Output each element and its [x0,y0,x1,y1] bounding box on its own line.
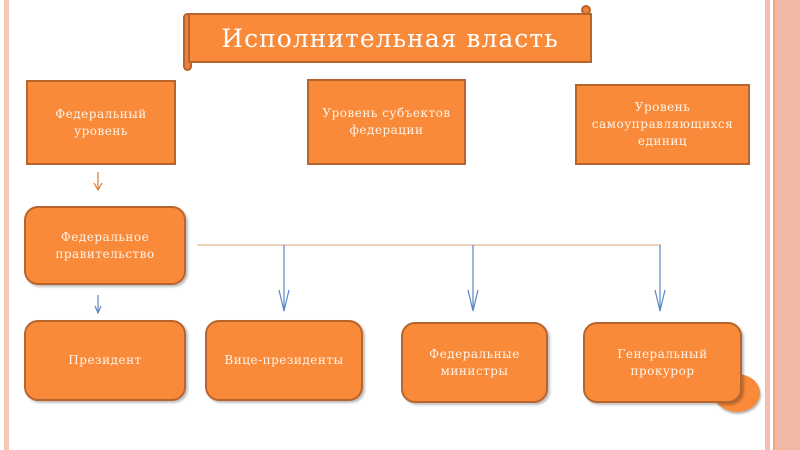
member-vice-presidents: Вице-президенты [205,320,363,401]
arrow-to-ministers [467,245,479,312]
level-subjects: Уровень субъектов федерации [307,79,466,165]
page-title: Исполнительная власть [188,13,592,63]
right-stripe-2 [773,0,800,450]
arrow-to-president [94,295,102,315]
arrow-federal-to-government [93,172,103,192]
scroll-roll-right [581,5,591,15]
federal-government: Федеральное правительство [24,206,186,285]
member-prosecutor: Генеральный прокурор [583,322,742,403]
level-self-government: Уровень самоуправляющихся единиц [575,84,750,165]
arrow-to-vice-presidents [278,245,290,312]
member-ministers: Федеральные министры [401,322,548,403]
right-stripe [765,0,770,450]
member-president: Президент [24,320,186,401]
left-stripe [4,0,9,450]
arrow-to-prosecutor [654,245,666,312]
level-federal: Федеральный уровень [26,80,176,165]
